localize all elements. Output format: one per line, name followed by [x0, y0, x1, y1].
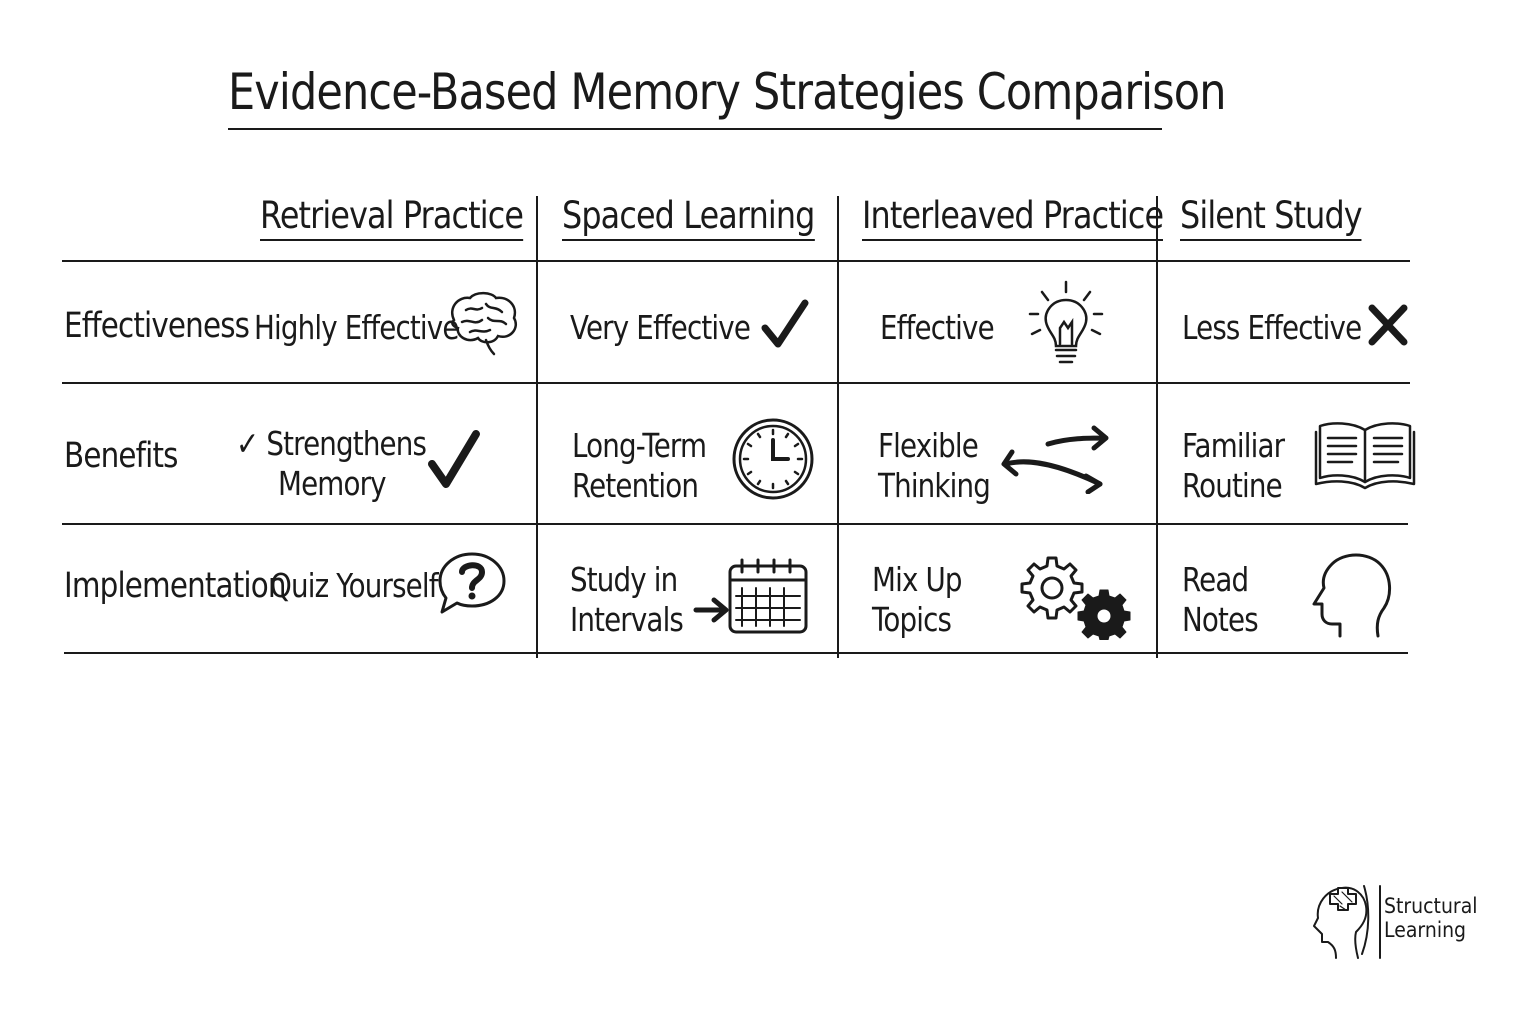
cell-interleaved-benefits-line1: Flexible	[878, 426, 979, 465]
cell-silent-benefits-line2: Routine	[1182, 466, 1283, 505]
cell-retrieval-effectiveness: Highly Effective	[254, 308, 459, 347]
question-bubble-icon	[436, 550, 508, 616]
table-divider-3	[1156, 196, 1158, 658]
table-divider-2	[837, 196, 839, 658]
swap-arrows-icon	[998, 424, 1112, 494]
cell-retrieval-benefits-line2: Memory	[278, 464, 387, 503]
cell-silent-implementation-line1: Read	[1182, 560, 1249, 599]
cell-spaced-benefits-line1: Long-Term	[572, 426, 707, 465]
gears-icon	[1016, 554, 1134, 640]
checkmark-icon	[760, 298, 810, 350]
cell-silent-effectiveness: Less Effective	[1182, 308, 1362, 347]
table-line-row1	[62, 382, 1410, 384]
row-header-implementation: Implementation	[64, 566, 287, 606]
cross-icon	[1366, 302, 1410, 348]
logo-line-1: Structural	[1384, 894, 1478, 918]
cell-spaced-benefits-line2: Retention	[572, 466, 699, 505]
brain-icon	[446, 290, 520, 356]
row-header-benefits: Benefits	[64, 436, 178, 476]
title-underline	[228, 128, 1162, 130]
cell-spaced-effectiveness: Very Effective	[570, 308, 751, 347]
logo-mark	[1308, 882, 1508, 962]
logo-line-2: Learning	[1384, 918, 1467, 942]
cell-interleaved-effectiveness: Effective	[880, 308, 995, 347]
cell-interleaved-benefits-line2: Thinking	[878, 466, 991, 505]
cell-spaced-implementation-line1: Study in	[570, 560, 678, 599]
open-book-icon	[1312, 418, 1418, 490]
cell-spaced-implementation-line2: Intervals	[570, 600, 684, 639]
logo-wordmark: Structural Learning	[1384, 894, 1478, 942]
column-header-interleaved-practice: Interleaved Practice	[862, 194, 1164, 241]
column-header-silent-study: Silent Study	[1180, 194, 1363, 241]
column-header-retrieval-practice: Retrieval Practice	[260, 194, 524, 241]
cell-retrieval-implementation: Quiz Yourself	[270, 566, 439, 605]
row-header-effectiveness: Effectiveness	[64, 306, 250, 346]
cell-interleaved-implementation-line1: Mix Up	[872, 560, 963, 599]
cell-silent-benefits-line1: Familiar	[1182, 426, 1285, 465]
cell-interleaved-implementation-line2: Topics	[872, 600, 952, 639]
page-title: Evidence-Based Memory Strategies Compari…	[228, 63, 1226, 121]
table-line-row2	[62, 523, 1408, 525]
head-profile-icon	[1308, 550, 1394, 638]
lightbulb-icon	[1024, 280, 1108, 370]
calendar-arrow-icon	[692, 556, 810, 636]
cell-retrieval-benefits-line1: ✓ Strengthens	[236, 424, 427, 463]
table-line-bottom	[64, 652, 1408, 654]
clock-icon	[730, 416, 816, 502]
checkmark-icon	[426, 428, 482, 490]
table-line-top	[62, 260, 1410, 262]
table-divider-1	[536, 196, 538, 658]
column-header-spaced-learning: Spaced Learning	[562, 194, 815, 241]
cell-silent-implementation-line2: Notes	[1182, 600, 1259, 639]
